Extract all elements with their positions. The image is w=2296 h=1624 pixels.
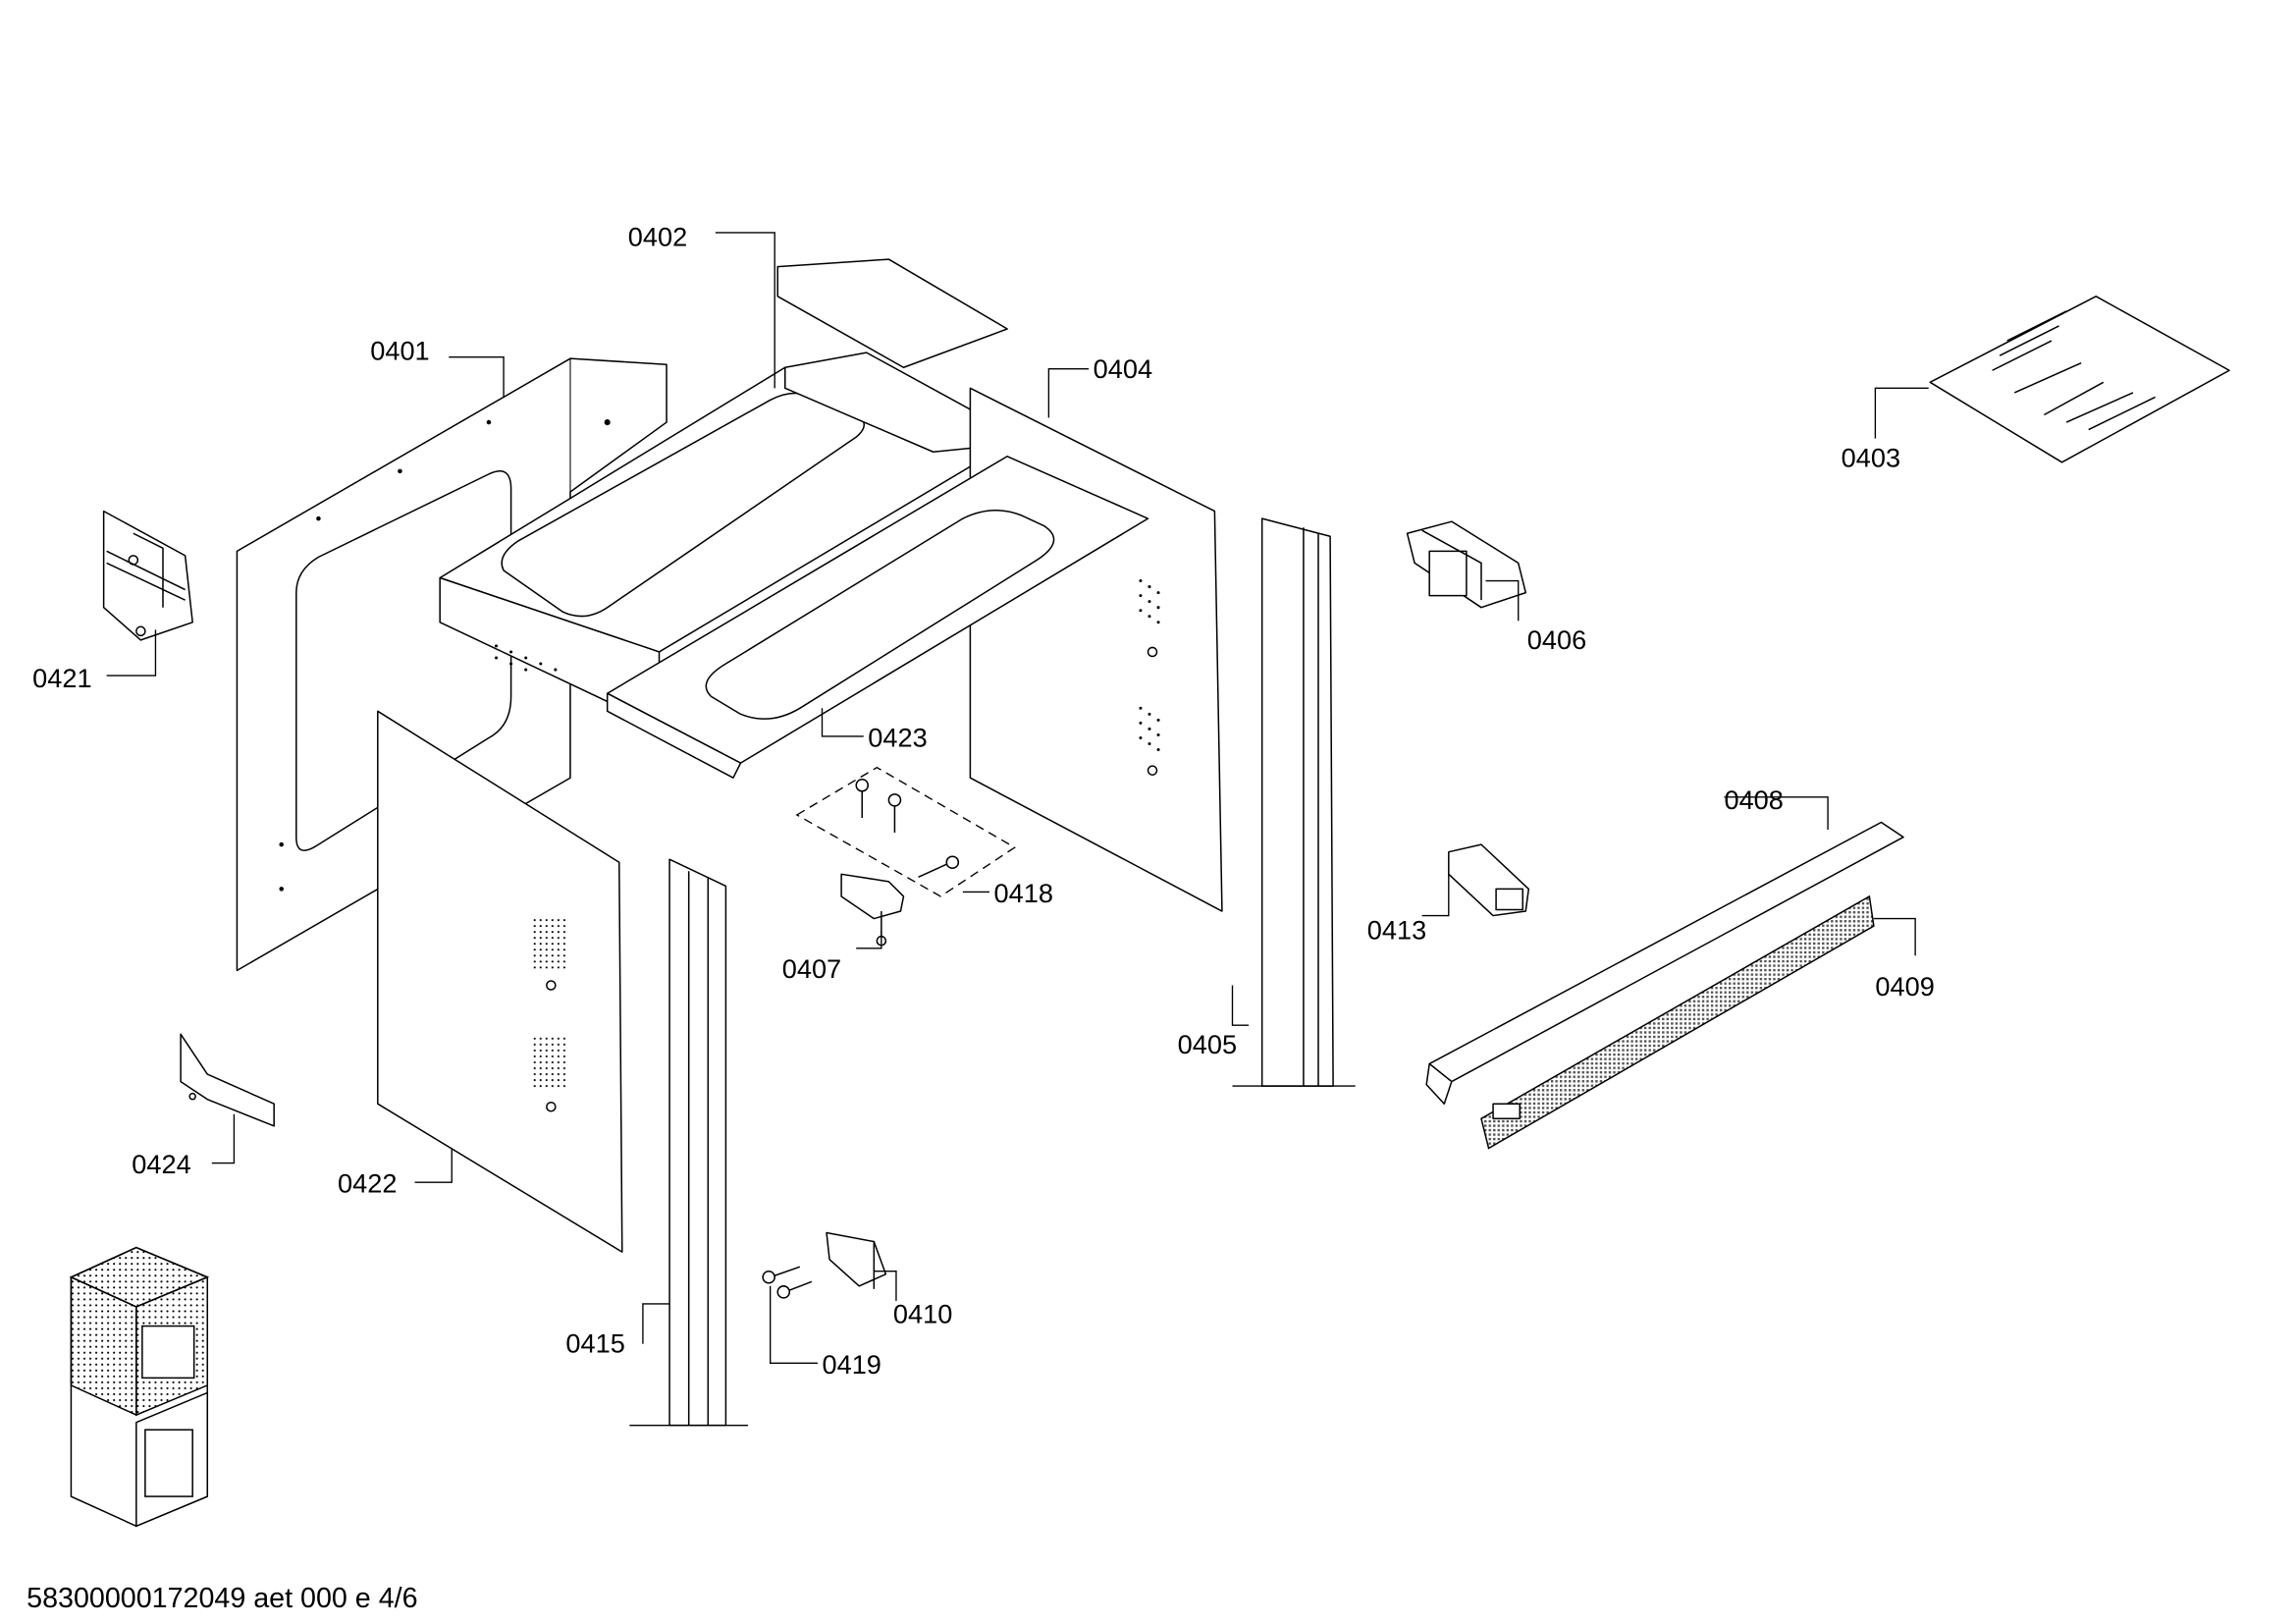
document-code: 58300000172049 aet 000 e 4/6 xyxy=(27,1583,417,1614)
part-0410-clip xyxy=(826,1231,887,1289)
part-0413-switch xyxy=(1448,843,1530,917)
part-0419-screws xyxy=(762,1266,813,1299)
callout-0403: 0403 xyxy=(1842,442,1900,472)
callout-0421: 0421 xyxy=(32,663,91,693)
part-0406-switch xyxy=(1406,520,1527,609)
part-0407-clip xyxy=(840,873,905,947)
callout-0401: 0401 xyxy=(370,336,429,366)
leader-lines xyxy=(106,232,1929,1364)
part-0418-screw-group xyxy=(795,766,1016,897)
callout-0404: 0404 xyxy=(1094,353,1152,384)
callout-0418: 0418 xyxy=(994,878,1053,908)
callout-0419: 0419 xyxy=(822,1349,881,1380)
part-0402-top-cover xyxy=(439,258,1008,728)
callout-0409: 0409 xyxy=(1875,971,1934,1001)
part-0403-screw-bag xyxy=(1929,296,2230,463)
callout-0402: 0402 xyxy=(628,221,687,251)
part-0421-bracket xyxy=(102,510,193,641)
callout-0413: 0413 xyxy=(1367,915,1426,946)
oven-thumbnail-icon xyxy=(69,1246,210,1528)
part-0423-inner-top-panel xyxy=(606,456,1149,779)
part-0405-vertical-rail xyxy=(1232,517,1356,1087)
callout-labels: 0402 0401 0404 0403 0406 0421 0423 0408 … xyxy=(32,221,1935,1379)
part-0408-front-trim xyxy=(1425,821,1904,1105)
callout-0422: 0422 xyxy=(338,1168,397,1199)
callout-0423: 0423 xyxy=(868,723,927,753)
callout-0415: 0415 xyxy=(565,1328,624,1359)
part-0422-rear-panel xyxy=(377,710,623,1253)
part-0424-angle-bracket xyxy=(180,1033,275,1127)
callout-0408: 0408 xyxy=(1724,785,1783,815)
callout-0407: 0407 xyxy=(782,953,841,984)
part-0415-vertical-rail xyxy=(629,858,749,1427)
callout-0406: 0406 xyxy=(1527,624,1586,655)
callout-0424: 0424 xyxy=(132,1149,190,1179)
part-0409-vent-grille xyxy=(1480,894,1875,1150)
callout-0405: 0405 xyxy=(1178,1029,1237,1059)
callout-0410: 0410 xyxy=(893,1299,952,1329)
